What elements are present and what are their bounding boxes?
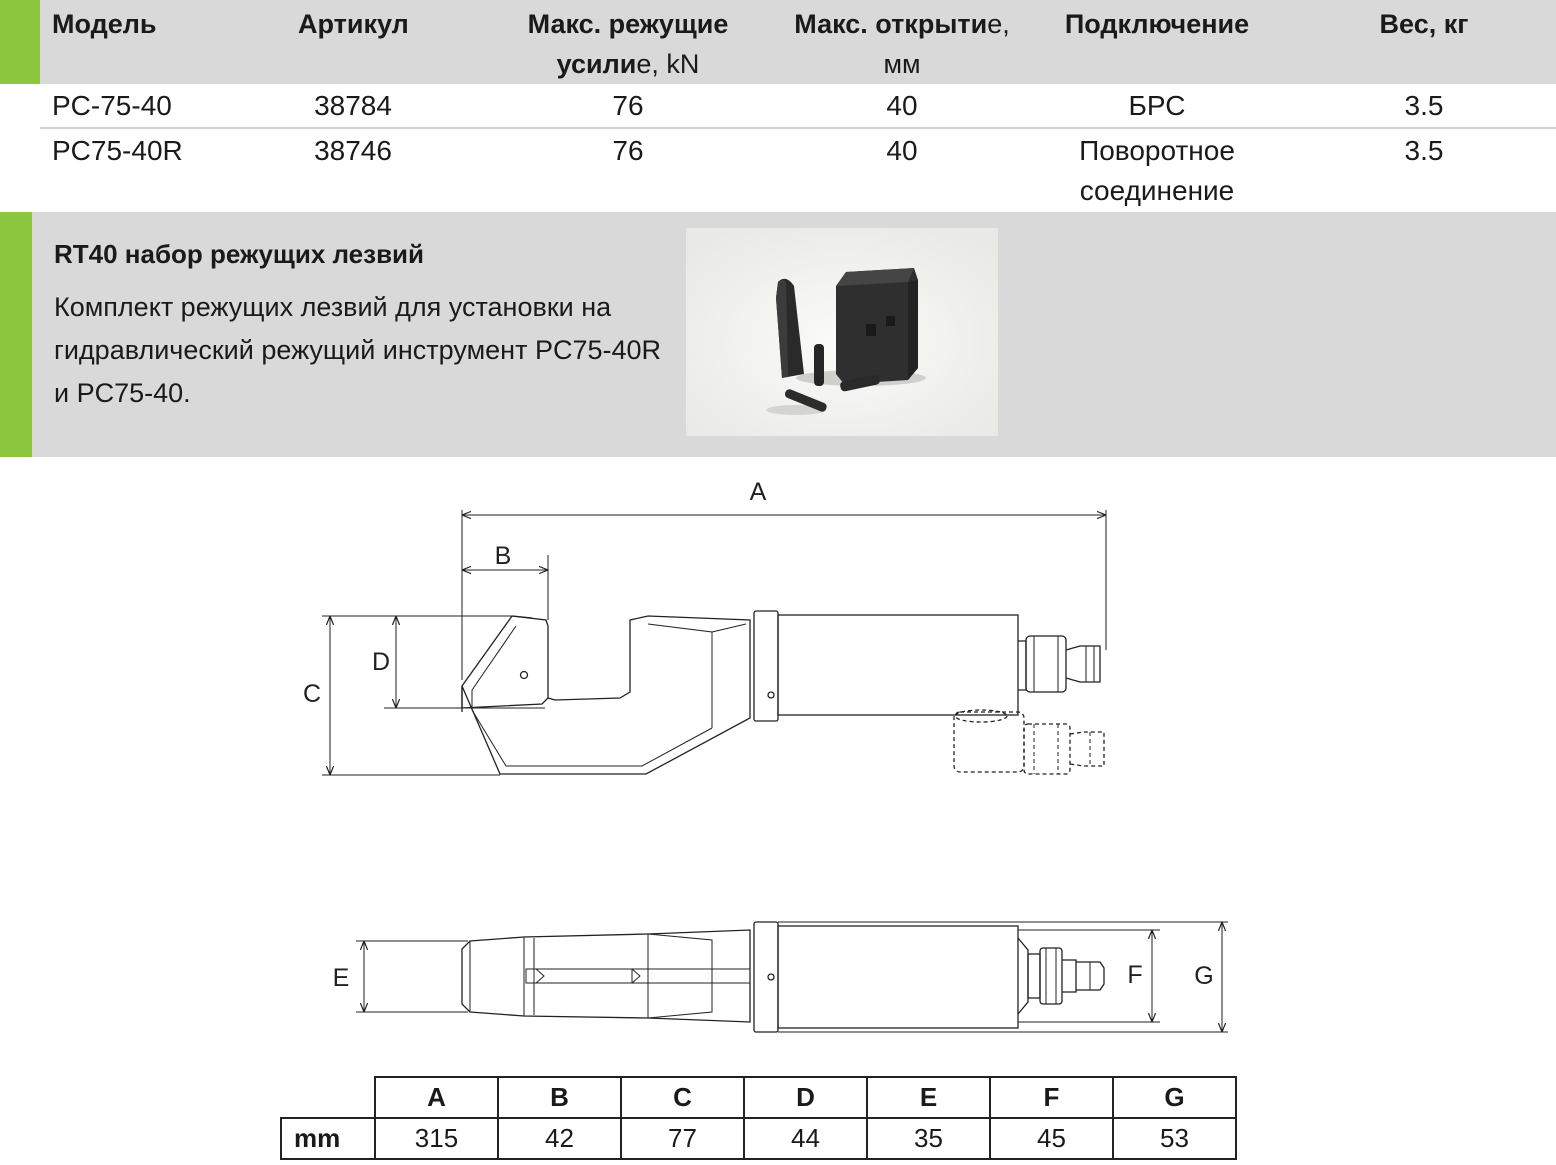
- dim-value: 315: [374, 1117, 499, 1160]
- cell-connection-line2: соединение: [1079, 175, 1235, 206]
- cell-force: 76: [612, 135, 644, 166]
- header-max-opening: Макс. открытие, мм: [776, 4, 1028, 84]
- accessory-description: Комплект режущих лезвий для установки на…: [54, 292, 661, 408]
- unit-label: mm: [280, 1117, 376, 1160]
- row-divider: [40, 127, 1556, 129]
- header-article: Артикул: [298, 9, 409, 39]
- dim-value: 77: [620, 1117, 745, 1160]
- dim-header: C: [620, 1076, 745, 1119]
- dim-value: 35: [866, 1117, 991, 1160]
- dim-label-c: C: [303, 680, 321, 708]
- cell-article: 38784: [314, 90, 392, 121]
- header-max-opening-unit: мм: [883, 49, 921, 79]
- accent-bar: [0, 212, 32, 457]
- spec-table-header: Модель Артикул Макс. режущие усилие, kN …: [0, 0, 1556, 84]
- cell-connection: Поворотное соединение: [1040, 131, 1274, 211]
- accessory-panel: RT40 набор режущих лезвий Комплект режущ…: [0, 212, 1556, 457]
- header-max-force: Макс. режущие усилие, kN: [500, 4, 756, 84]
- dimension-header-row: A B C D E F G: [281, 1076, 1237, 1119]
- dim-header: D: [743, 1076, 868, 1119]
- cell-opening: 40: [886, 90, 918, 121]
- dim-header: A: [374, 1076, 499, 1119]
- header-max-force-line1: Макс. режущие: [527, 9, 729, 39]
- cell-opening: 40: [886, 135, 918, 166]
- header-max-force-bold: усили: [556, 49, 637, 79]
- header-model: Модель: [52, 9, 157, 39]
- header-max-opening-line1: Макс. открытие,: [776, 4, 1028, 44]
- dim-label-g: G: [1194, 962, 1213, 990]
- dim-label-b: B: [495, 542, 512, 570]
- cell-weight: 3.5: [1404, 135, 1444, 166]
- dim-label-e: E: [333, 964, 350, 992]
- header-max-force-line2: усилие, kN: [500, 44, 756, 84]
- dim-value: 44: [743, 1117, 868, 1160]
- header-max-opening-bold: Макс. открыти: [794, 9, 988, 39]
- cell-force: 76: [612, 90, 644, 121]
- dim-header: E: [866, 1076, 991, 1119]
- accessory-title: RT40 набор режущих лезвий: [54, 239, 425, 269]
- blade-set-photo: [686, 228, 998, 436]
- blade-set-illustration: [686, 228, 998, 436]
- technical-drawing: A B C D E F G: [303, 478, 1228, 1033]
- dim-value: 53: [1112, 1117, 1237, 1160]
- dimension-table: A B C D E F G mm 315 42 77 44 35 45 53: [280, 1076, 1237, 1160]
- dim-header: G: [1112, 1076, 1237, 1119]
- cell-model: PC75-40R: [52, 135, 183, 166]
- cell-connection: БРС: [1128, 90, 1186, 121]
- dim-value: 42: [497, 1117, 622, 1160]
- cell-article: 38746: [314, 135, 392, 166]
- dim-label-a: A: [750, 478, 767, 506]
- accent-bar: [0, 0, 40, 84]
- dim-value: 45: [989, 1117, 1114, 1160]
- table-row: PC-75-40 38784 76 40 БРС 3.5: [0, 86, 1556, 128]
- header-weight: Вес, кг: [1379, 9, 1469, 39]
- empty-cell: [281, 1077, 376, 1119]
- header-max-force-unit: е, kN: [636, 49, 700, 79]
- header-connection: Подключение: [1064, 9, 1250, 39]
- cell-connection-line1: Поворотное: [1079, 135, 1235, 166]
- dimension-value-row: mm 315 42 77 44 35 45 53: [280, 1117, 1237, 1160]
- header-max-opening-rest: е,: [987, 9, 1010, 39]
- table-row: PC75-40R 38746 76 40 Поворотное соединен…: [0, 131, 1556, 211]
- cell-model: PC-75-40: [52, 90, 172, 121]
- dim-header: F: [989, 1076, 1114, 1119]
- cell-weight: 3.5: [1404, 90, 1444, 121]
- dim-label-d: D: [372, 648, 390, 676]
- dim-label-f: F: [1127, 961, 1142, 989]
- dim-header: B: [497, 1076, 622, 1119]
